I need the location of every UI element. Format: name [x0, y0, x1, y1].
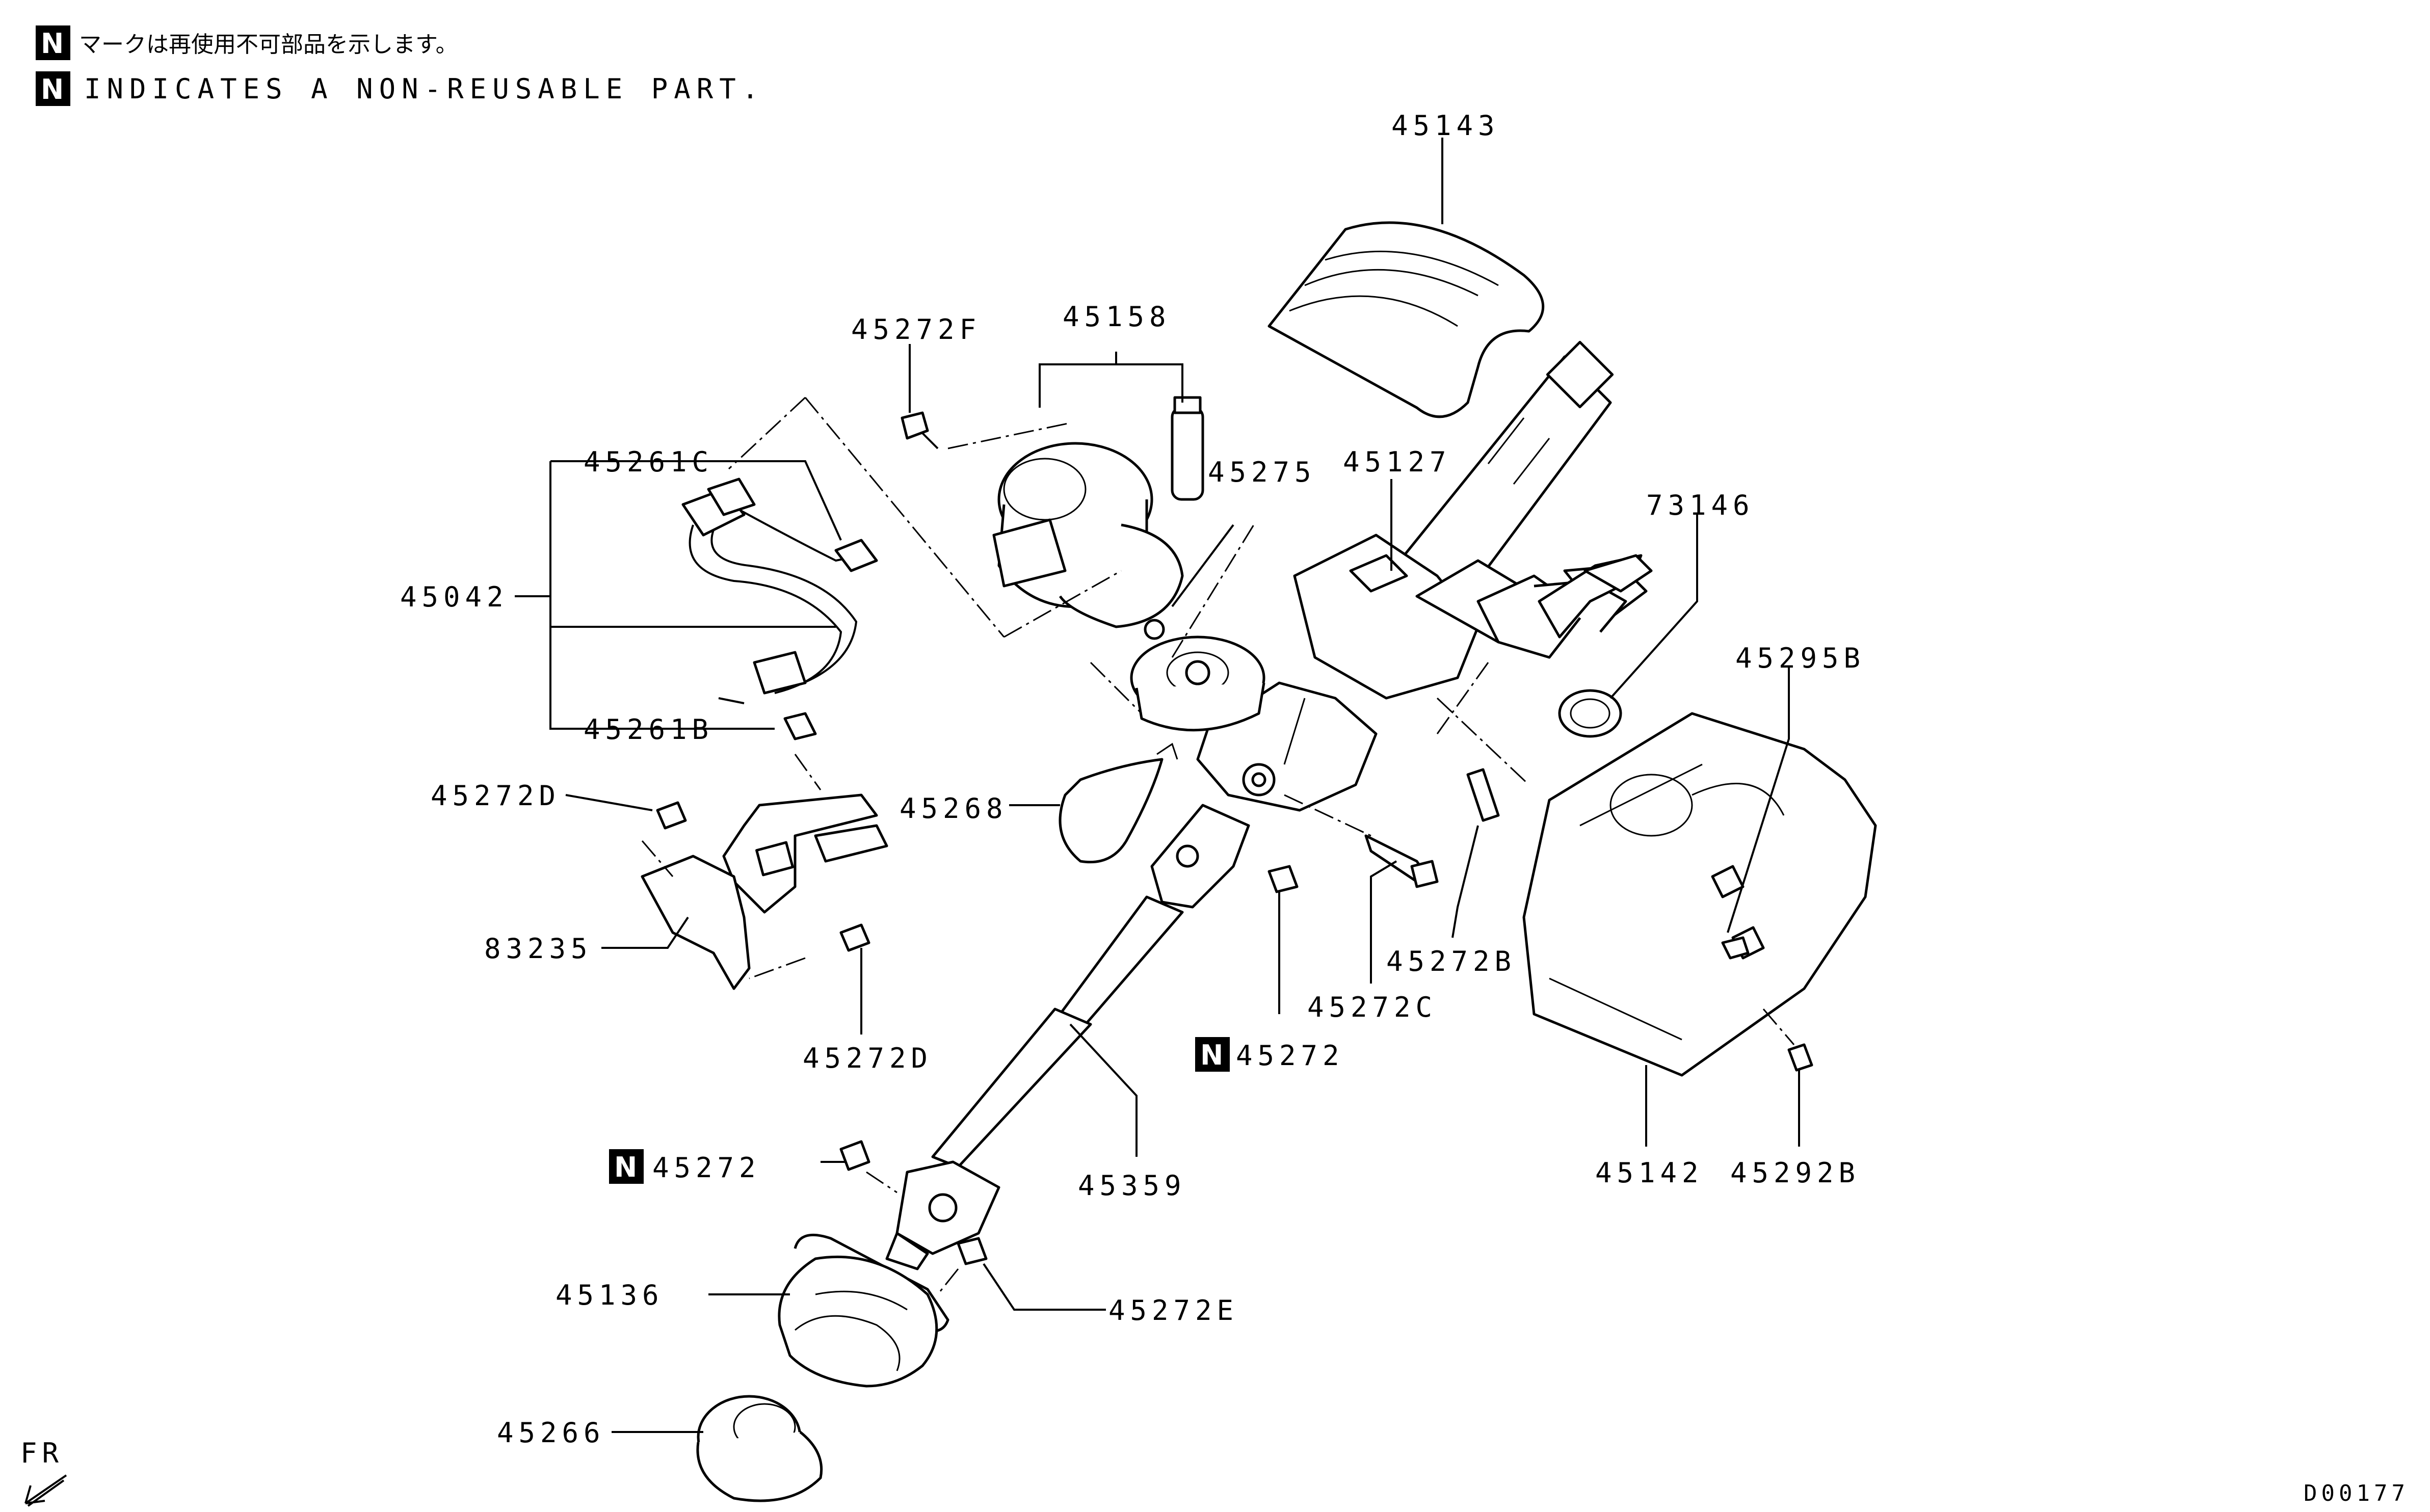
lower-boot-seal: [778, 1233, 949, 1388]
part-label-45272F: 45272F: [851, 313, 981, 346]
legend-badge-letter: N: [41, 28, 64, 60]
part-label-45272-left: 45272: [652, 1152, 761, 1184]
part-label-45359: 45359: [1078, 1170, 1186, 1202]
front-direction-indicator: FR: [20, 1437, 67, 1507]
part-label-83235: 83235: [484, 933, 593, 965]
non-reusable-badge: [1195, 1037, 1230, 1072]
upper-column-cover: [1267, 221, 1545, 418]
part-label-45261C: 45261C: [584, 446, 714, 478]
part-label-45272-right: 45272: [1236, 1040, 1344, 1072]
torque-coupling: [1130, 619, 1265, 732]
bolt-45272E: [957, 1237, 988, 1265]
seal-ring: [1558, 689, 1622, 738]
non-reusable-badge-letter: N: [614, 1151, 637, 1183]
band-strap: [1059, 742, 1178, 864]
power-steering-motor: [992, 442, 1184, 628]
part-label-45136: 45136: [556, 1279, 664, 1311]
legend-badge-letter: N: [41, 73, 64, 105]
non-reusable-badge: [36, 71, 70, 106]
bolt-45272F: [901, 411, 929, 440]
lower-column-cover: [1522, 712, 1877, 1077]
assembly-lines: [641, 396, 1795, 1295]
drawing-code: D00177: [2304, 1480, 2409, 1506]
part-label-45261B: 45261B: [584, 713, 714, 746]
combination-switch-lever: [1538, 554, 1653, 639]
front-direction-arrow-icon: [24, 1474, 67, 1507]
part-label-45266: 45266: [497, 1417, 605, 1449]
part-labels: 45143 45158 45272F 45261C 45042 45261B 4…: [400, 110, 1865, 1449]
clip-45295B: [1721, 936, 1750, 960]
non-reusable-badge: [36, 25, 70, 60]
part-label-45272D-top: 45272D: [431, 780, 561, 812]
part-label-45275: 45275: [1208, 456, 1316, 488]
wiring-harness: [681, 478, 878, 704]
bolt-45272D-bottom: [839, 923, 870, 952]
legend: N マークは再使用不可部品を示します。 N INDICATES A NON-RE…: [36, 25, 764, 106]
part-label-45143: 45143: [1391, 110, 1500, 142]
bolts: [656, 411, 1813, 1265]
part-label-45042: 45042: [400, 581, 509, 613]
part-label-45142: 45142: [1595, 1157, 1704, 1189]
leader-lines: [515, 138, 1800, 1433]
part-label-45272E: 45272E: [1108, 1294, 1238, 1327]
grommet: [696, 1395, 823, 1502]
bolt-45272-right: [1267, 865, 1299, 893]
legend-japanese-note: マークは再使用不可部品を示します。: [79, 32, 458, 58]
part-label-45292B: 45292B: [1730, 1157, 1860, 1189]
part-label-45127: 45127: [1343, 446, 1451, 478]
bolt-45272B: [1466, 768, 1500, 822]
relay-bracket: [641, 793, 888, 990]
part-label-45272B: 45272B: [1386, 945, 1516, 977]
part-label-73146: 73146: [1646, 489, 1755, 521]
part-label-45272C: 45272C: [1307, 991, 1437, 1023]
part-label-45295B: 45295B: [1735, 642, 1865, 674]
bolt-45272D-top: [656, 801, 687, 830]
part-label-45272D-bottom: 45272D: [803, 1042, 933, 1074]
intermediate-shaft: [885, 804, 1250, 1270]
part-label-45158: 45158: [1063, 301, 1171, 333]
non-reusable-badge: [609, 1149, 644, 1184]
non-reusable-badge-letter: N: [1200, 1039, 1223, 1071]
legend-english-note: INDICATES A NON-REUSABLE PART.: [84, 73, 764, 105]
bolt-45272C-head: [1410, 860, 1439, 888]
bolt-45272-left: [839, 1140, 870, 1171]
clip-45292B: [1787, 1043, 1813, 1072]
grease-tube: [1171, 396, 1204, 501]
harness-clip: [783, 712, 817, 740]
front-direction-label: FR: [20, 1437, 64, 1469]
part-label-45268: 45268: [900, 792, 1008, 825]
